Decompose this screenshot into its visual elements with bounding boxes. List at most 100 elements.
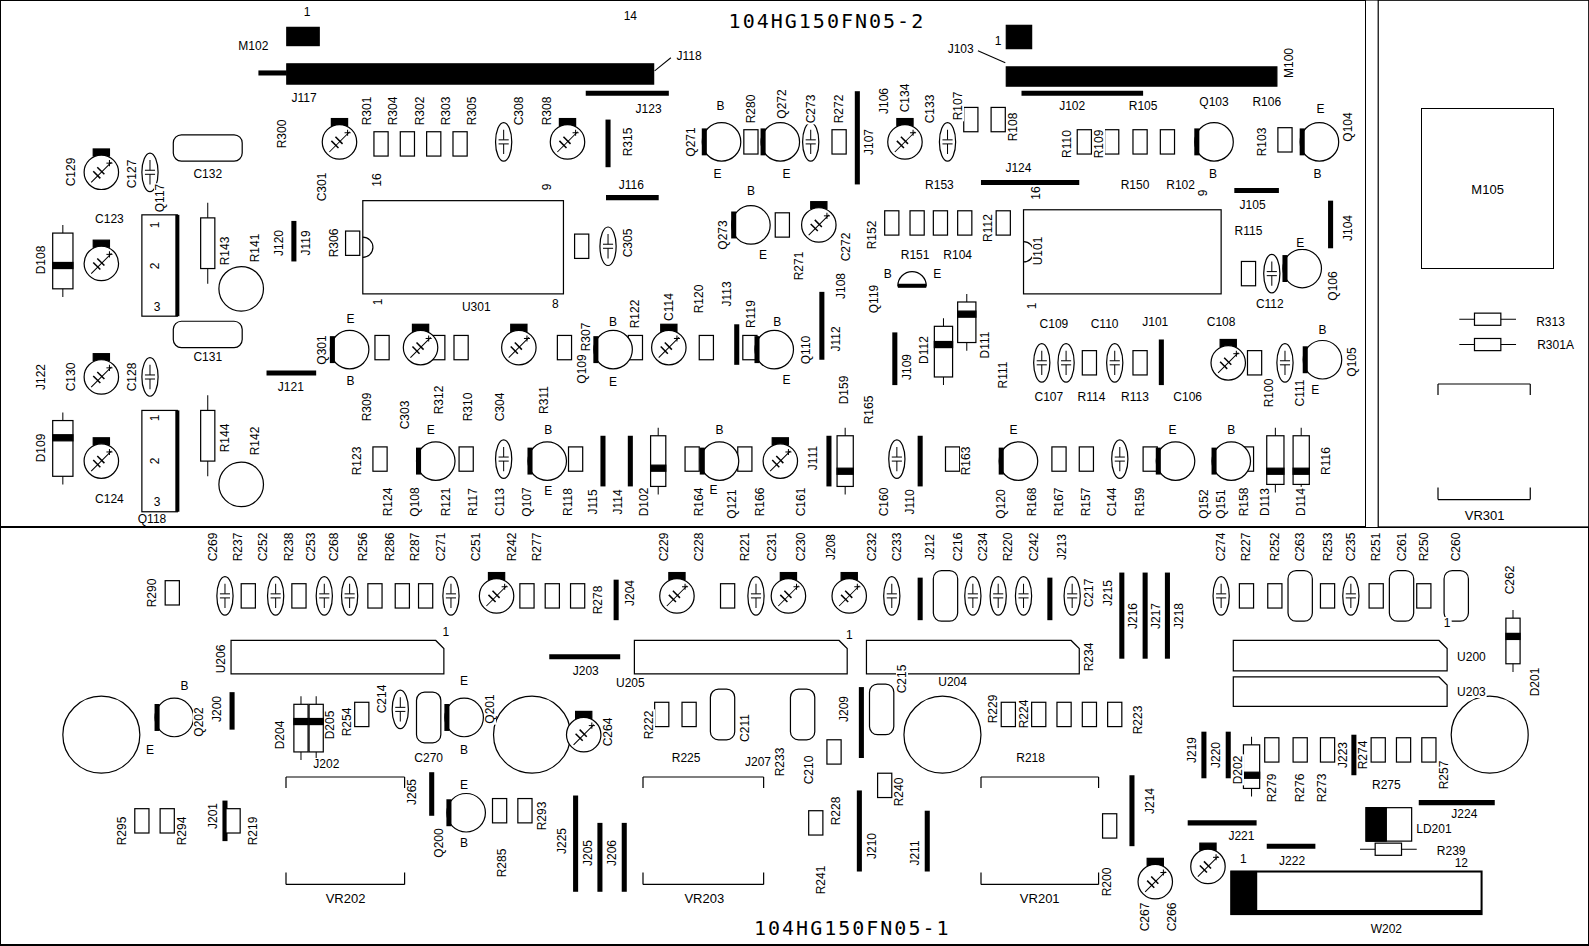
part-label: M100 xyxy=(1283,47,1295,79)
pin-mark: 2 xyxy=(149,457,161,466)
part-label: C266 xyxy=(1166,902,1178,933)
pin-mark: B xyxy=(746,185,756,197)
part-label: R221 xyxy=(739,532,751,563)
connector-edge xyxy=(1231,910,1481,914)
part-label: C144 xyxy=(1106,486,1118,517)
transistor-flat xyxy=(1303,346,1308,373)
jumper-wire xyxy=(1419,800,1495,805)
part-label: U101 xyxy=(1032,236,1044,267)
part-label: Q200 xyxy=(433,827,445,858)
resistor-symbol xyxy=(1108,702,1122,726)
capacitor-symbol xyxy=(1112,440,1128,479)
resistor-symbol xyxy=(1396,738,1410,762)
part-label: C262 xyxy=(1504,564,1516,595)
transistor-symbol xyxy=(155,698,194,737)
resistor-symbol xyxy=(346,231,360,255)
cap-lead xyxy=(1066,351,1067,361)
jumper-wire xyxy=(586,91,669,96)
cap-plate xyxy=(1220,362,1227,369)
cap-lead xyxy=(972,598,973,608)
capacitor-symbol xyxy=(748,577,764,616)
transistor-symbol xyxy=(594,330,633,369)
part-label: D112 xyxy=(918,335,930,365)
part-label: C114 xyxy=(663,292,675,322)
part-label: C132 xyxy=(192,168,223,180)
diode-band xyxy=(1243,772,1259,778)
electrolytic-symbol xyxy=(566,717,600,751)
part-label: R105 xyxy=(1128,100,1159,112)
part-label: R285 xyxy=(496,848,508,879)
part-label: R109 xyxy=(1093,129,1105,160)
diode-band xyxy=(53,435,73,441)
part-label: J113 xyxy=(721,280,733,307)
resistor-symbol xyxy=(933,211,947,235)
resistor-symbol xyxy=(1474,338,1500,350)
part-label: R313 xyxy=(1535,316,1566,328)
resistor-symbol xyxy=(241,584,255,608)
part-label: R240 xyxy=(893,777,905,808)
part-label: J201 xyxy=(207,802,219,830)
pin-mark: 1 xyxy=(372,298,384,307)
part-label: C252 xyxy=(257,532,269,563)
resistor-symbol xyxy=(201,410,215,461)
part-label: C264 xyxy=(602,716,614,747)
cap-lead xyxy=(1119,447,1120,457)
part-label: C130 xyxy=(65,362,77,393)
part-label: C303 xyxy=(399,400,411,431)
cap-plate xyxy=(665,343,672,350)
pin-mark: E xyxy=(781,168,791,180)
part-label: J109 xyxy=(901,353,913,381)
part-label: Q119 xyxy=(868,284,880,314)
transistor-symbol xyxy=(761,123,800,162)
electrolytic-symbol xyxy=(84,444,118,478)
electrolytic-symbol xyxy=(832,579,866,613)
capacitor-symbol xyxy=(990,577,1006,616)
part-label: J112 xyxy=(830,326,842,353)
resistor-symbol xyxy=(454,335,468,359)
part-label: W202 xyxy=(1370,923,1403,935)
resistor-symbol xyxy=(1474,313,1500,325)
pin-mark: E xyxy=(758,249,768,261)
part-label: R253 xyxy=(1322,532,1334,563)
cap-plate xyxy=(1204,861,1211,868)
cap-plate xyxy=(576,734,583,741)
part-label: J105 xyxy=(1239,199,1267,211)
part-label: J122 xyxy=(35,363,47,391)
resistor-symbol xyxy=(1268,584,1282,608)
resistor-symbol xyxy=(1052,447,1066,471)
resistor-symbol xyxy=(545,584,559,608)
capacitor-symbol xyxy=(496,440,512,479)
cap-lead xyxy=(91,162,111,182)
resistor-symbol xyxy=(1079,447,1093,471)
jumper-wire xyxy=(1351,735,1356,776)
jumper-wire xyxy=(859,687,864,758)
part-label: R301 xyxy=(361,96,373,127)
transistor-symbol xyxy=(700,442,739,481)
jumper-wire xyxy=(1201,732,1206,779)
part-label: J222 xyxy=(1278,855,1306,867)
part-label: C273 xyxy=(805,94,817,125)
cap-lead xyxy=(91,451,111,471)
cap-lead xyxy=(770,451,790,471)
cap-lead xyxy=(324,584,325,594)
plus-mark xyxy=(685,584,686,590)
part-label: C109 xyxy=(1039,318,1070,330)
cap-lead xyxy=(224,598,225,608)
cap-plate xyxy=(815,220,822,227)
capacitor-symbol xyxy=(1277,344,1293,383)
jumper-wire xyxy=(1234,188,1279,193)
resistor-symbol xyxy=(1133,130,1147,154)
resistor-symbol xyxy=(910,211,924,235)
resistor-symbol xyxy=(685,447,699,471)
electrolytic-symbol xyxy=(479,579,513,613)
capacitor-symbol xyxy=(965,577,981,616)
cap-lead xyxy=(998,584,999,594)
part-label: R157 xyxy=(1080,486,1092,517)
cap-plate xyxy=(511,347,518,354)
resistor-symbol xyxy=(571,584,585,608)
part-label: R302 xyxy=(414,96,426,127)
jumper-wire xyxy=(291,221,296,262)
cap-lead xyxy=(1114,351,1115,361)
part-label: C251 xyxy=(470,532,482,563)
part-label: R273 xyxy=(1316,773,1328,804)
